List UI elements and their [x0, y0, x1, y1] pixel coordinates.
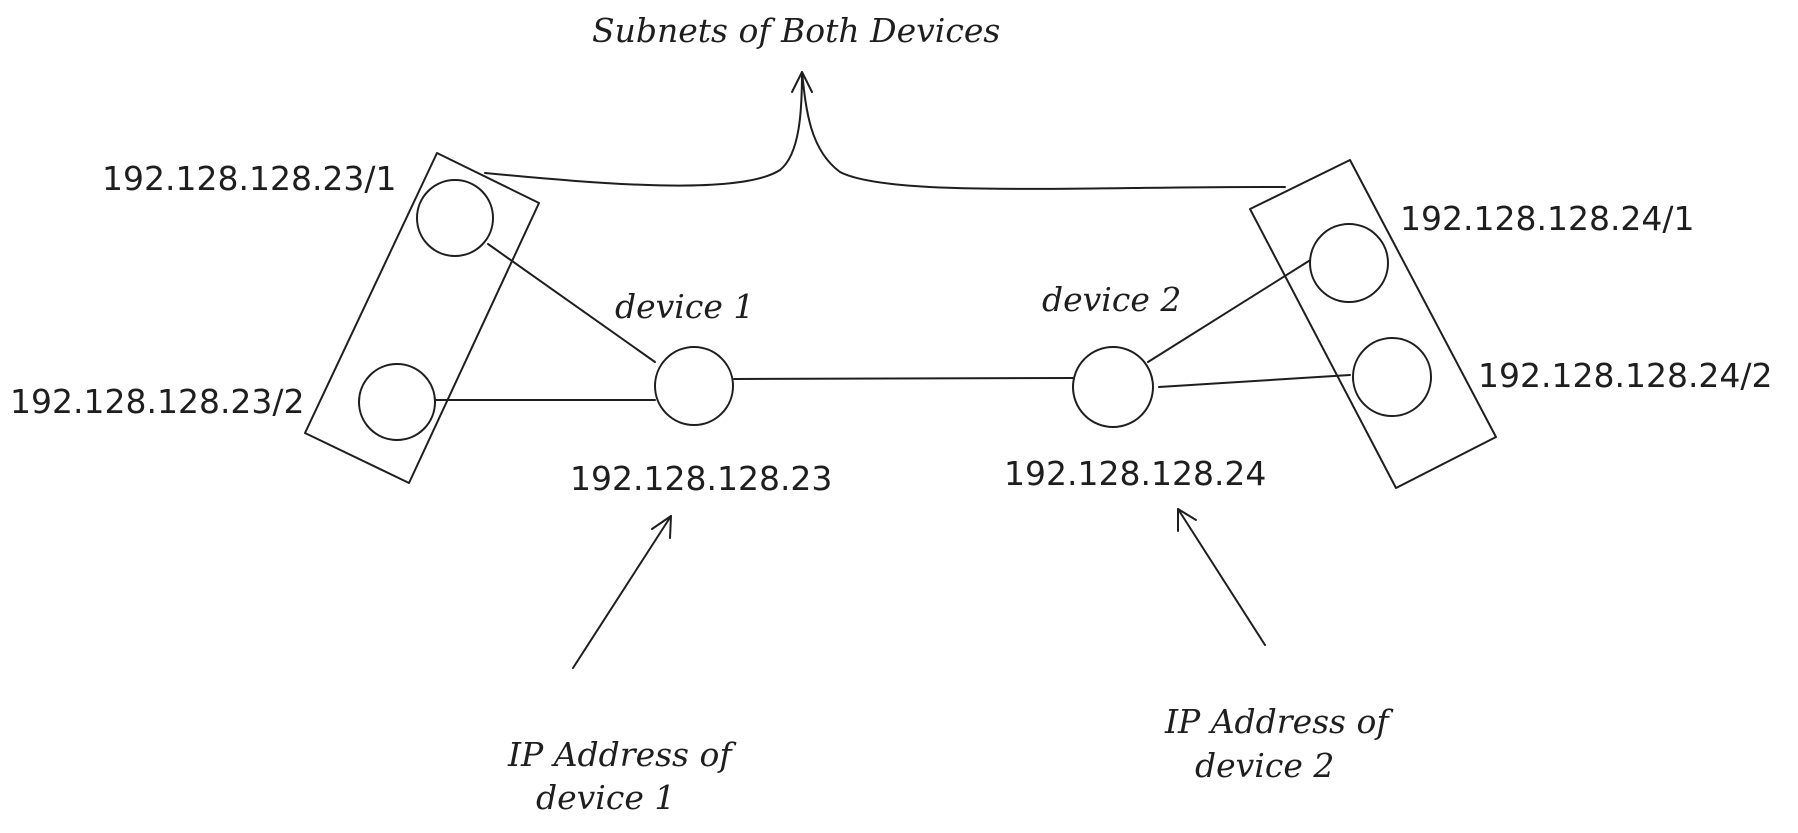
subnet-box-device-1: [304, 152, 540, 484]
subnet-label-23-2: 192.128.128.23/2: [10, 382, 305, 421]
device-1-name: device 1: [615, 287, 754, 326]
device-1-node: [654, 346, 734, 426]
ip-arrow-device-1: [572, 515, 672, 669]
ip-annotation-device-2-line2: device 2: [1195, 746, 1334, 785]
link-device-2-subnet-24-2: [1158, 374, 1351, 388]
ip-arrow-device-2-head: [1177, 508, 1197, 532]
ip-annotation-device-1-line2: device 1: [536, 778, 675, 817]
subnet-label-24-1: 192.128.128.24/1: [1400, 199, 1695, 238]
device-2-node: [1072, 346, 1154, 428]
subnet-label-23-1: 192.128.128.23/1: [102, 159, 397, 198]
subnet-box-device-2: [1249, 159, 1497, 489]
device-1-ip: 192.128.128.23: [570, 459, 832, 498]
subnet-node-23-1: [416, 179, 494, 257]
link-device-1-device-2: [733, 377, 1074, 380]
subnet-node-24-1: [1309, 223, 1389, 303]
ip-arrow-device-1-head: [651, 515, 672, 539]
subnet-node-23-2: [358, 363, 436, 441]
subnet-node-24-2: [1352, 337, 1432, 417]
device-2-name: device 2: [1042, 280, 1181, 319]
subnets-brace: [484, 71, 1286, 190]
ip-annotation-device-2-line1: IP Address of: [1164, 702, 1394, 741]
ip-arrow-device-2: [1177, 508, 1266, 646]
link-device-2-subnet-24-1: [1147, 258, 1313, 363]
ip-annotation-device-1-line1: IP Address of: [507, 735, 737, 774]
subnet-label-24-2: 192.128.128.24/2: [1478, 356, 1773, 395]
link-subnet-23-1-device-1: [487, 243, 656, 363]
subnets-brace-arrowhead: [791, 71, 813, 93]
diagram-title: Subnets of Both Devices: [592, 11, 1000, 50]
device-2-ip: 192.128.128.24: [1004, 454, 1266, 493]
